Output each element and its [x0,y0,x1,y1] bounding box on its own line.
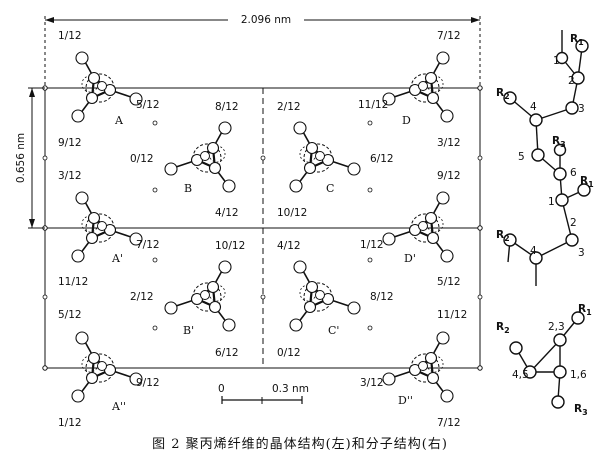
chain-D-bottom: 3/12 [437,137,461,149]
chain-B-prime: 10/12 6/12 2/12 B' [130,240,245,359]
height-dimension: 0.656 nm [15,87,45,229]
molecular-chain-side-view [503,30,591,286]
chain-B-prime-top: 10/12 [215,240,245,252]
chain-B: 8/12 4/12 0/12 B [130,101,239,219]
chain-A-side: 5/12 [136,99,160,111]
width-label: 2.096 nm [241,14,291,26]
chain-D-prime-side: 1/12 [360,239,384,251]
chain-A-prime-side: 7/12 [136,239,160,251]
chain-D-double-prime-top: 11/12 [437,309,467,321]
chain-A-top: 1/12 [58,30,82,42]
molecular-chain-end-view [509,311,585,409]
chain-C: 2/12 10/12 6/12 C [277,101,394,219]
axis-markers [42,120,483,331]
end-label-16: 1,6 [570,369,587,381]
chain-C-bottom: 10/12 [277,207,307,219]
end-label-r1: R1 [578,303,592,317]
chain-A-label: A [114,114,124,127]
chain-C-prime-top: 4/12 [277,240,301,252]
label-r2-mid: R2 [496,229,510,243]
atom-5: 5 [518,151,525,163]
chain-D-label: D [402,114,411,127]
chain-B-prime-side: 2/12 [130,291,154,303]
end-label-r3: R3 [574,403,588,417]
chain-D-double-prime-label: D'' [398,394,413,407]
label-r2-top: R2 [496,87,510,101]
chain-C-prime-side: 8/12 [370,291,394,303]
chain-D-double-prime-bottom: 7/12 [437,417,461,429]
chain-D-top: 7/12 [437,30,461,42]
scale-bar-end: 0.3 nm [272,383,309,395]
chain-B-label: B [184,182,192,195]
atom-2-top: 2 [568,75,575,87]
chain-C-side: 6/12 [370,153,394,165]
chain-A-double-prime: 5/12 1/12 9/12 A'' [58,309,160,429]
chain-C-prime: 4/12 0/12 8/12 C' [277,240,394,359]
scale-bar: 0 0.3 nm [218,383,309,404]
chain-C-top: 2/12 [277,101,301,113]
height-label: 0.656 nm [15,133,27,183]
chain-B-top: 8/12 [215,101,239,113]
atom-6: 6 [570,167,577,179]
end-label-45: 4,5 [512,369,529,381]
chain-C-prime-label: C' [328,324,339,337]
chain-B-side: 0/12 [130,153,154,165]
chain-A-prime-label: A' [111,252,123,265]
atom-1-mid: 1 [548,196,555,208]
molecular-chain-labels: R1 1 2 3 R2 4 R3 5 6 R1 1 2 3 R2 4 [496,33,594,259]
atom-3-top: 3 [578,103,585,115]
chain-A: 1/12 9/12 5/12 A [58,30,160,149]
chain-A-double-prime-bottom: 1/12 [58,417,82,429]
chain-D-prime-label: D' [404,252,416,265]
chain-C-label: C [326,182,334,195]
atom-4-mid: 4 [530,245,537,257]
chain-B-prime-bottom: 6/12 [215,347,239,359]
chain-D-double-prime-side: 3/12 [360,377,384,389]
width-dimension: 2.096 nm [44,12,481,88]
chain-A-prime: 3/12 11/12 7/12 A' [58,170,160,288]
chain-A-prime-bottom: 11/12 [58,276,88,288]
label-r1-mid: R1 [580,175,594,189]
end-view-labels: R2 R1 2,3 4,5 1,6 R3 [496,303,592,417]
chain-B-bottom: 4/12 [215,207,239,219]
chain-D: 7/12 3/12 11/12 D [358,30,461,149]
chain-D-prime-bottom: 5/12 [437,276,461,288]
end-label-23: 2,3 [548,321,565,333]
label-r3: R3 [552,135,566,149]
chain-A-double-prime-top: 5/12 [58,309,82,321]
label-r1-top: R1 [570,33,584,47]
figure-caption: 图 2 聚丙烯纤维的晶体结构(左)和分子结构(右) [152,437,448,452]
chain-D-prime: 9/12 5/12 1/12 D' [360,170,461,288]
scale-bar-start: 0 [218,383,225,395]
chain-A-bottom: 9/12 [58,137,82,149]
end-label-r2: R2 [496,321,510,335]
atom-4-top: 4 [530,101,537,113]
unit-cell-frame [42,85,483,371]
chain-A-prime-top: 3/12 [58,170,82,182]
chain-A-double-prime-side: 9/12 [136,377,160,389]
atom-1-top: 1 [553,55,560,67]
chain-B-prime-label: B' [183,324,194,337]
chain-D-side: 11/12 [358,99,388,111]
chain-D-prime-top: 9/12 [437,170,461,182]
chain-C-prime-bottom: 0/12 [277,347,301,359]
atom-2-mid: 2 [570,217,577,229]
atom-3-mid: 3 [578,247,585,259]
chain-A-double-prime-label: A'' [111,400,126,413]
chain-D-double-prime: 11/12 7/12 3/12 D'' [360,309,467,429]
